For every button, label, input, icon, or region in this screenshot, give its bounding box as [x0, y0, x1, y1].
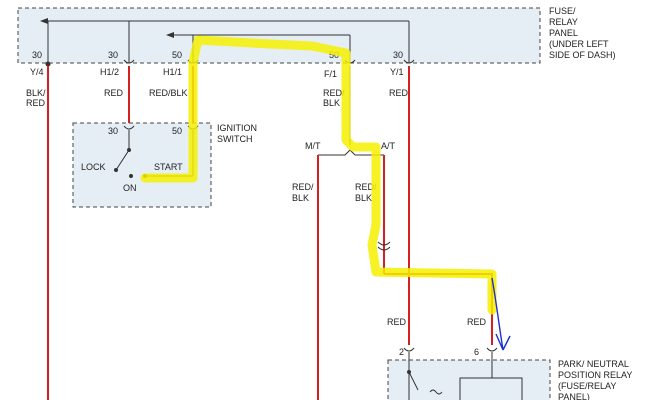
- at-label: A/T: [381, 141, 396, 151]
- ignition-terminal-30: 30: [108, 126, 118, 136]
- terminal-num-y1: 30: [393, 50, 403, 60]
- ignition-pos-lock: LOCK: [81, 162, 106, 172]
- ignition-pos-start: START: [154, 162, 183, 172]
- relay-title-2: POSITION RELAY: [558, 370, 632, 380]
- terminal-num-h11: 50: [172, 50, 182, 60]
- wire-label-y4-2: RED: [26, 98, 46, 108]
- ignition-lock-contact: [114, 168, 118, 172]
- relay-terminal-6: 6: [474, 347, 479, 357]
- mt-label: M/T: [305, 141, 321, 151]
- wire-label-relay2: RED: [387, 317, 407, 327]
- connector-h12-icon: [123, 59, 135, 64]
- wire-label-y1: RED: [389, 88, 409, 98]
- relay-title-3: (FUSE/RELAY: [558, 381, 616, 391]
- ignition-connector-30-icon: [123, 125, 135, 130]
- relay-coil: [459, 377, 523, 400]
- bus-arrow-icon: [40, 18, 48, 24]
- wire-label-h11: RED/BLK: [149, 88, 188, 98]
- fuse-panel-title-3: PANEL: [549, 28, 578, 38]
- relay-title-1: PARK/ NEUTRAL: [558, 359, 629, 369]
- relay-connector-6-icon: [486, 347, 498, 352]
- at-inline-connector-icon: [377, 241, 391, 251]
- fuse-panel-title-2: RELAY: [549, 17, 578, 27]
- wire-label-mt-2: BLK: [292, 193, 309, 203]
- highlight-trace: [140, 35, 497, 315]
- ignition-pos-on: ON: [123, 183, 137, 193]
- terminal-pin-f1: F/1: [324, 69, 337, 79]
- ignition-pivot: [127, 148, 131, 152]
- ignition-on-contact: [129, 174, 133, 178]
- ignition-switch-box: [72, 122, 212, 208]
- relay-title-4: PANEL): [558, 392, 590, 400]
- terminal-pin-h11: H1/1: [163, 67, 182, 77]
- wire-label-f1-1: RED/: [323, 88, 345, 98]
- wire-label-h12: RED: [104, 88, 124, 98]
- fuse-panel-title-4: (UNDER LEFT: [549, 39, 609, 49]
- terminal-num-y4: 30: [32, 50, 42, 60]
- terminal-num-h12: 30: [108, 50, 118, 60]
- ignition-terminal-50: 50: [172, 126, 182, 136]
- terminal-pin-y1: Y/1: [390, 67, 404, 77]
- park-neutral-relay-box: [387, 359, 551, 400]
- wire-label-y4-1: BLK/: [26, 88, 46, 98]
- terminal-pin-h12: H1/2: [100, 67, 119, 77]
- connector-dot-y4: [45, 61, 51, 67]
- bus50-arrow-icon: [166, 32, 174, 38]
- relay-contact-blade: [408, 371, 419, 391]
- terminal-pin-y4: Y/4: [30, 67, 44, 77]
- wire-label-at-2: BLK: [355, 193, 372, 203]
- annotation-arrow-icon: [491, 277, 511, 351]
- ignition-switch-blade: [115, 149, 130, 171]
- wire-label-relay6: RED: [467, 317, 487, 327]
- relay-coil-symbol-icon: [429, 389, 443, 395]
- wire-label-mt-1: RED/: [292, 182, 314, 192]
- relay-terminal-2: 2: [399, 347, 404, 357]
- wire-at-to-relay: [384, 273, 493, 345]
- relay-pivot: [407, 370, 411, 374]
- connector-y1-icon: [403, 59, 415, 64]
- ignition-title-1: IGNITION: [217, 123, 257, 133]
- relay-connector-2-icon: [403, 347, 415, 352]
- wire-label-at-1: RED/: [355, 182, 377, 192]
- ignition-title-2: SWITCH: [217, 134, 253, 144]
- wire-label-f1-2: BLK: [323, 98, 340, 108]
- fuse-panel-title-1: FUSE/: [549, 6, 576, 16]
- fuse-panel-title-5: SIDE OF DASH): [549, 50, 616, 60]
